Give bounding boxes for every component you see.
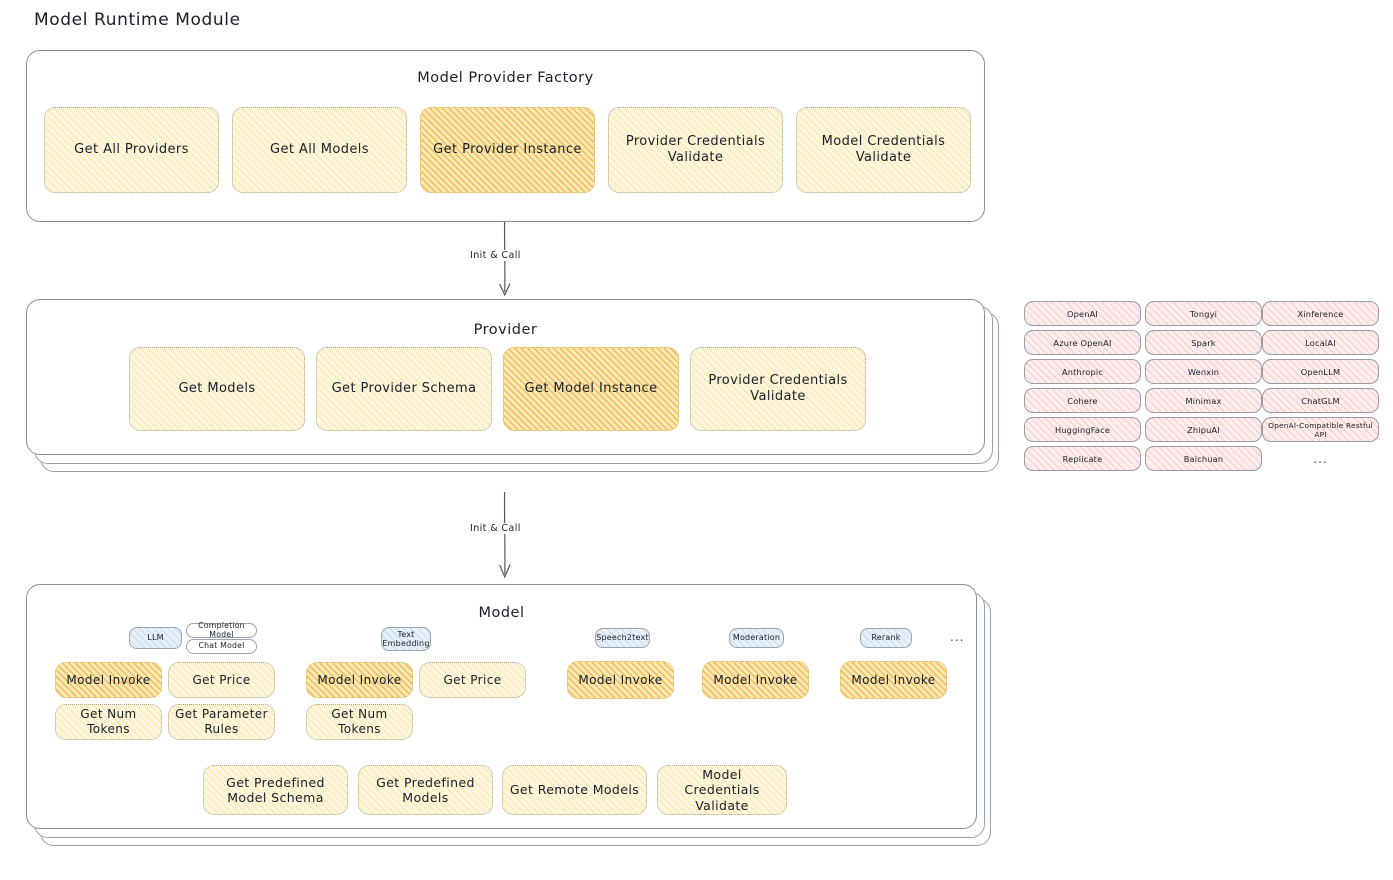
provider-pill-spark[interactable]: Spark <box>1145 330 1262 355</box>
provider-pill-replicate[interactable]: Replicate <box>1024 446 1141 471</box>
moderation-method-model-invoke[interactable]: Model Invoke <box>702 661 809 699</box>
model-type-badge-text-embedding[interactable]: Text Embedding <box>381 627 431 651</box>
llm-method-get-parameter-rules[interactable]: Get Parameter Rules <box>168 704 275 740</box>
provider-pill-azure-openai[interactable]: Azure OpenAI <box>1024 330 1141 355</box>
text-embedding-method-get-num-tokens[interactable]: Get Num Tokens <box>306 704 413 740</box>
text-embedding-method-get-price[interactable]: Get Price <box>419 662 526 698</box>
model-type-badge-llm[interactable]: LLM <box>129 627 182 649</box>
model-subtype-badge-chat-model[interactable]: Chat Model <box>186 639 257 654</box>
page-title: Model Runtime Module <box>34 10 241 30</box>
arrow-factory-to-provider-label: Init & Call <box>467 250 524 261</box>
provider-pill-openai-compatible-restful-api[interactable]: OpenAI-Compatible Restful API <box>1262 417 1379 442</box>
provider-pill-anthropic[interactable]: Anthropic <box>1024 359 1141 384</box>
provider-pill-openai[interactable]: OpenAI <box>1024 301 1141 326</box>
model-shared-method-get-predefined-model-schema[interactable]: Get Predefined Model Schema <box>203 765 348 815</box>
provider-pill-zhipuai[interactable]: ZhipuAI <box>1145 417 1262 442</box>
provider-title: Provider <box>473 322 538 338</box>
llm-method-get-price[interactable]: Get Price <box>168 662 275 698</box>
model-types-more-ellipsis: ... <box>950 630 965 644</box>
provider-pill-huggingface[interactable]: HuggingFace <box>1024 417 1141 442</box>
llm-method-model-invoke[interactable]: Model Invoke <box>55 662 162 698</box>
provider-pill-wenxin[interactable]: Wenxin <box>1145 359 1262 384</box>
provider-pill-cohere[interactable]: Cohere <box>1024 388 1141 413</box>
arrow-down-icon <box>499 491 511 579</box>
provider-item-get-provider-schema[interactable]: Get Provider Schema <box>316 347 492 431</box>
arrow-provider-to-model: Init & Call <box>467 491 524 582</box>
provider-pill-localai[interactable]: LocalAI <box>1262 330 1379 355</box>
model-type-badge-speech2text[interactable]: Speech2text <box>595 628 650 648</box>
model-shared-method-get-predefined-models[interactable]: Get Predefined Models <box>358 765 493 815</box>
provider-pill-baichuan[interactable]: Baichuan <box>1145 446 1262 471</box>
model-type-badge-moderation[interactable]: Moderation <box>729 628 784 648</box>
arrow-down-icon <box>499 221 511 297</box>
text-embedding-method-model-invoke[interactable]: Model Invoke <box>306 662 413 698</box>
arrow-factory-to-provider: Init & Call <box>467 221 524 300</box>
provider-pill-tongyi[interactable]: Tongyi <box>1145 301 1262 326</box>
rerank-method-model-invoke[interactable]: Model Invoke <box>840 661 947 699</box>
provider-list-more-ellipsis: ... <box>1313 451 1328 466</box>
factory-item-get-all-models[interactable]: Get All Models <box>232 107 407 193</box>
provider-item-provider-credentials-validate[interactable]: Provider Credentials Validate <box>690 347 866 431</box>
provider-pill-xinference[interactable]: Xinference <box>1262 301 1379 326</box>
factory-item-get-provider-instance[interactable]: Get Provider Instance <box>420 107 595 193</box>
provider-pill-openllm[interactable]: OpenLLM <box>1262 359 1379 384</box>
provider-pill-chatglm[interactable]: ChatGLM <box>1262 388 1379 413</box>
factory-item-model-credentials-validate[interactable]: Model Credentials Validate <box>796 107 971 193</box>
model-type-badge-rerank[interactable]: Rerank <box>860 628 912 648</box>
arrow-provider-to-model-label: Init & Call <box>467 523 524 534</box>
model-shared-method-model-credentials-validate[interactable]: Model Credentials Validate <box>657 765 787 815</box>
provider-item-get-models[interactable]: Get Models <box>129 347 305 431</box>
provider-pill-minimax[interactable]: Minimax <box>1145 388 1262 413</box>
factory-item-provider-credentials-validate[interactable]: Provider Credentials Validate <box>608 107 783 193</box>
factory-item-get-all-providers[interactable]: Get All Providers <box>44 107 219 193</box>
provider-item-get-model-instance[interactable]: Get Model Instance <box>503 347 679 431</box>
model-shared-method-get-remote-models[interactable]: Get Remote Models <box>502 765 647 815</box>
llm-method-get-num-tokens[interactable]: Get Num Tokens <box>55 704 162 740</box>
model-title: Model <box>478 605 525 621</box>
speech2text-method-model-invoke[interactable]: Model Invoke <box>567 661 674 699</box>
model-provider-factory-title: Model Provider Factory <box>417 70 594 86</box>
model-subtype-badge-completion-model[interactable]: Completion Model <box>186 621 257 638</box>
